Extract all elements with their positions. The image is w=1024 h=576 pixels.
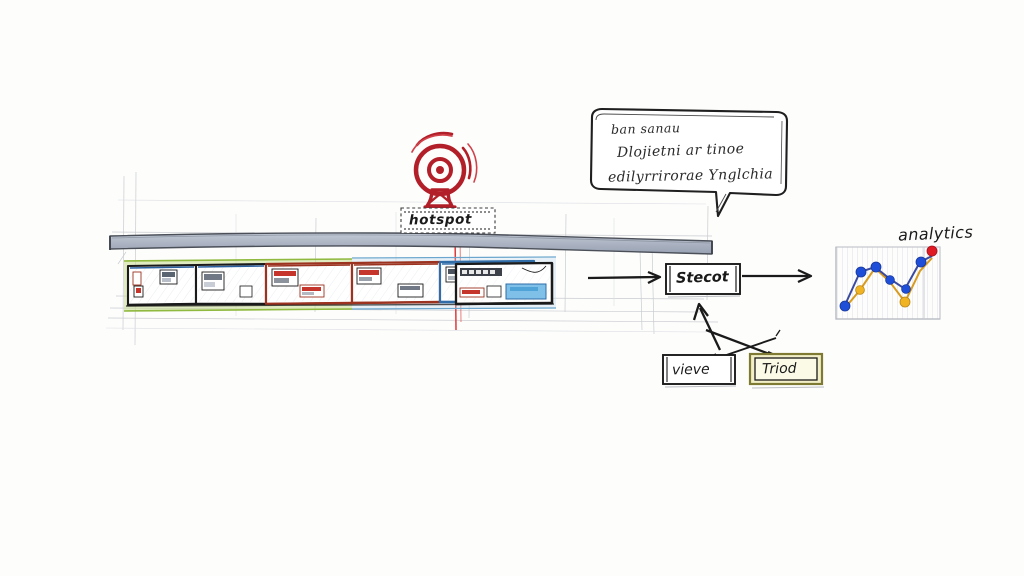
panel-p1[interactable] bbox=[126, 263, 198, 307]
panel-p4[interactable] bbox=[350, 260, 442, 305]
construction-guides bbox=[107, 171, 719, 346]
hotspot-siren-icon[interactable] bbox=[411, 131, 478, 209]
analytics-chart[interactable] bbox=[835, 245, 941, 320]
hotspot-label-box[interactable] bbox=[400, 207, 496, 234]
panel-p3[interactable] bbox=[264, 261, 354, 306]
chart-end-marker bbox=[926, 245, 938, 257]
strip-beam bbox=[109, 232, 713, 255]
speech-bubble[interactable] bbox=[589, 107, 789, 218]
node-triod[interactable] bbox=[748, 352, 825, 389]
node-stecot[interactable] bbox=[665, 263, 741, 298]
node-vieve[interactable] bbox=[662, 354, 737, 388]
chart-markers-yellow bbox=[855, 285, 911, 308]
chart-markers-blue bbox=[839, 256, 927, 312]
panel-p6[interactable] bbox=[454, 261, 554, 306]
panel-p2[interactable] bbox=[194, 262, 268, 306]
panel-strip[interactable] bbox=[125, 259, 555, 307]
construction-guides-faint bbox=[105, 199, 707, 333]
